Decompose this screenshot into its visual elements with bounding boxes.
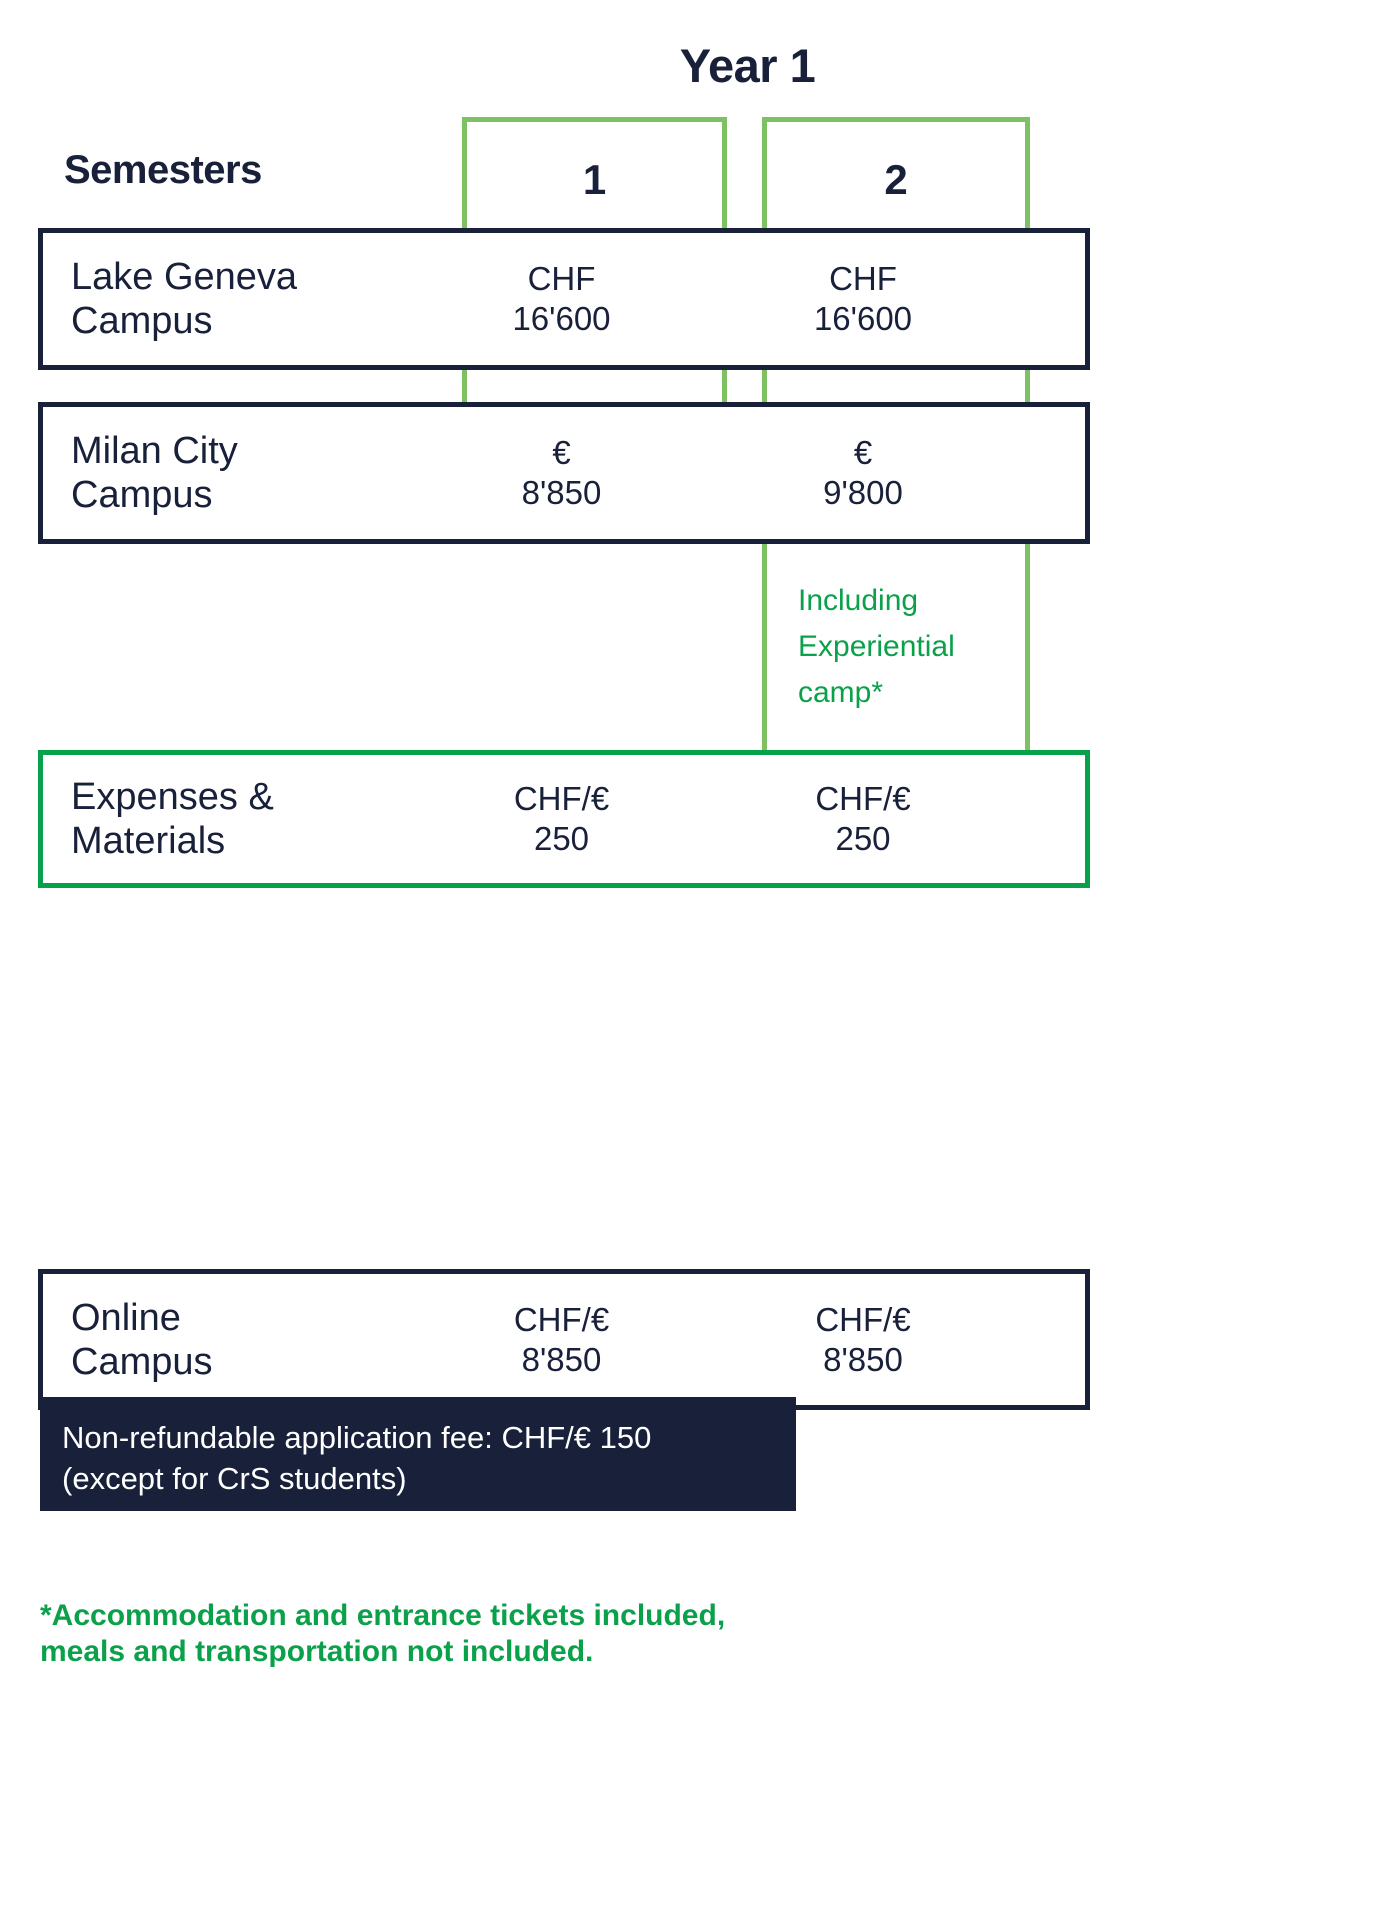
column-header-semester-2: 2 — [884, 156, 908, 203]
connector-line-sem1-right-b — [722, 370, 727, 404]
connector-line-sem1-left-b — [462, 370, 467, 404]
cell-semester-2: € 9'800 — [823, 434, 903, 511]
table-row-expenses-materials: Expenses & Materials CHF/€ 250 CHF/€ 250 — [38, 750, 1090, 888]
table-row-online-campus: Online Campus CHF/€ 8'850 CHF/€ 8'850 — [38, 1269, 1090, 1410]
row-label: Milan City Campus — [71, 430, 238, 516]
footnote-text: *Accommodation and entrance tickets incl… — [40, 1599, 726, 1668]
page-title: Year 1 — [679, 39, 816, 92]
cell-semester-1: CHF 16'600 — [512, 260, 611, 337]
cell-semester-1: CHF/€ 250 — [513, 780, 610, 857]
connector-line-sem2-left-b — [762, 370, 767, 404]
column-bracket-semester-2 — [762, 117, 1030, 225]
cell-semester-1: € 8'850 — [521, 434, 602, 511]
column-bracket-semester-1 — [462, 117, 727, 225]
row-label: Lake Geneva Campus — [71, 256, 298, 342]
connector-line-sem2-right-c — [1025, 544, 1030, 752]
cell-semester-1: CHF/€ 8'850 — [513, 1300, 610, 1378]
experiential-camp-note: Including Experiential camp* — [798, 584, 955, 709]
semesters-label: Semesters — [64, 148, 262, 192]
cell-semester-2: CHF/€ 8'850 — [815, 1300, 911, 1378]
table-row-milan-city-campus: Milan City Campus € 8'850 € 9'800 — [38, 402, 1090, 544]
connector-line-sem2-right-b — [1025, 370, 1030, 404]
table-row-lake-geneva-campus: Lake Geneva Campus CHF 16'600 CHF 16'600 — [38, 228, 1090, 370]
row-label: Expenses & Materials — [71, 776, 274, 862]
column-header-semester-1: 1 — [582, 156, 607, 203]
cell-semester-2: CHF/€ 250 — [815, 780, 911, 857]
cell-semester-2: CHF 16'600 — [813, 260, 913, 337]
row-label: Online Campus — [71, 1296, 213, 1383]
application-fee-banner: Non-refundable application fee: CHF/€ 15… — [40, 1397, 796, 1511]
connector-line-sem2-left-c — [762, 544, 767, 752]
